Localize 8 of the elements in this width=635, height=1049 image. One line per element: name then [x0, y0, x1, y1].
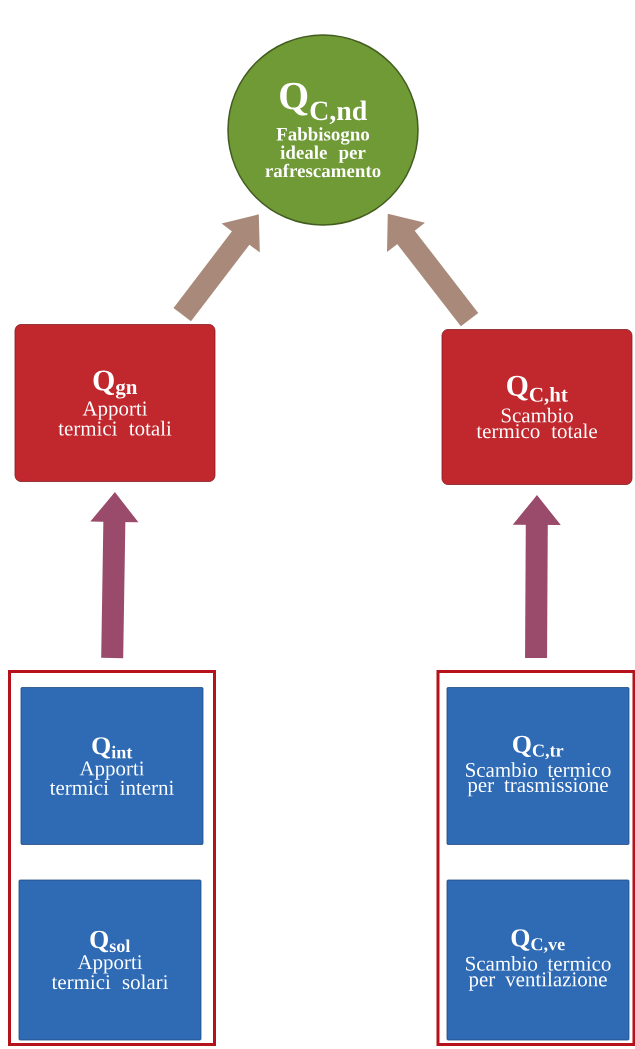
quantity-box: Q$_{sol}$ Apporti termici solari [18, 879, 202, 1041]
quantity-box: Q$_{C,ve}$ Scambio termico per ventilazione [446, 879, 630, 1041]
quantity-box: Q$_{C,ht}$ Scambio termico totale [441, 329, 633, 485]
quantity-box: Q$_{gn}$ Apporti termici totali [14, 324, 216, 482]
quantity-box: Q$_{C,tr}$ Scambio termico per trasmissione [446, 687, 630, 845]
group-frame [8, 670, 216, 1046]
quantity-box: Q$_{int}$ Apporti termici interni [20, 687, 204, 845]
group-frame [436, 670, 635, 1046]
